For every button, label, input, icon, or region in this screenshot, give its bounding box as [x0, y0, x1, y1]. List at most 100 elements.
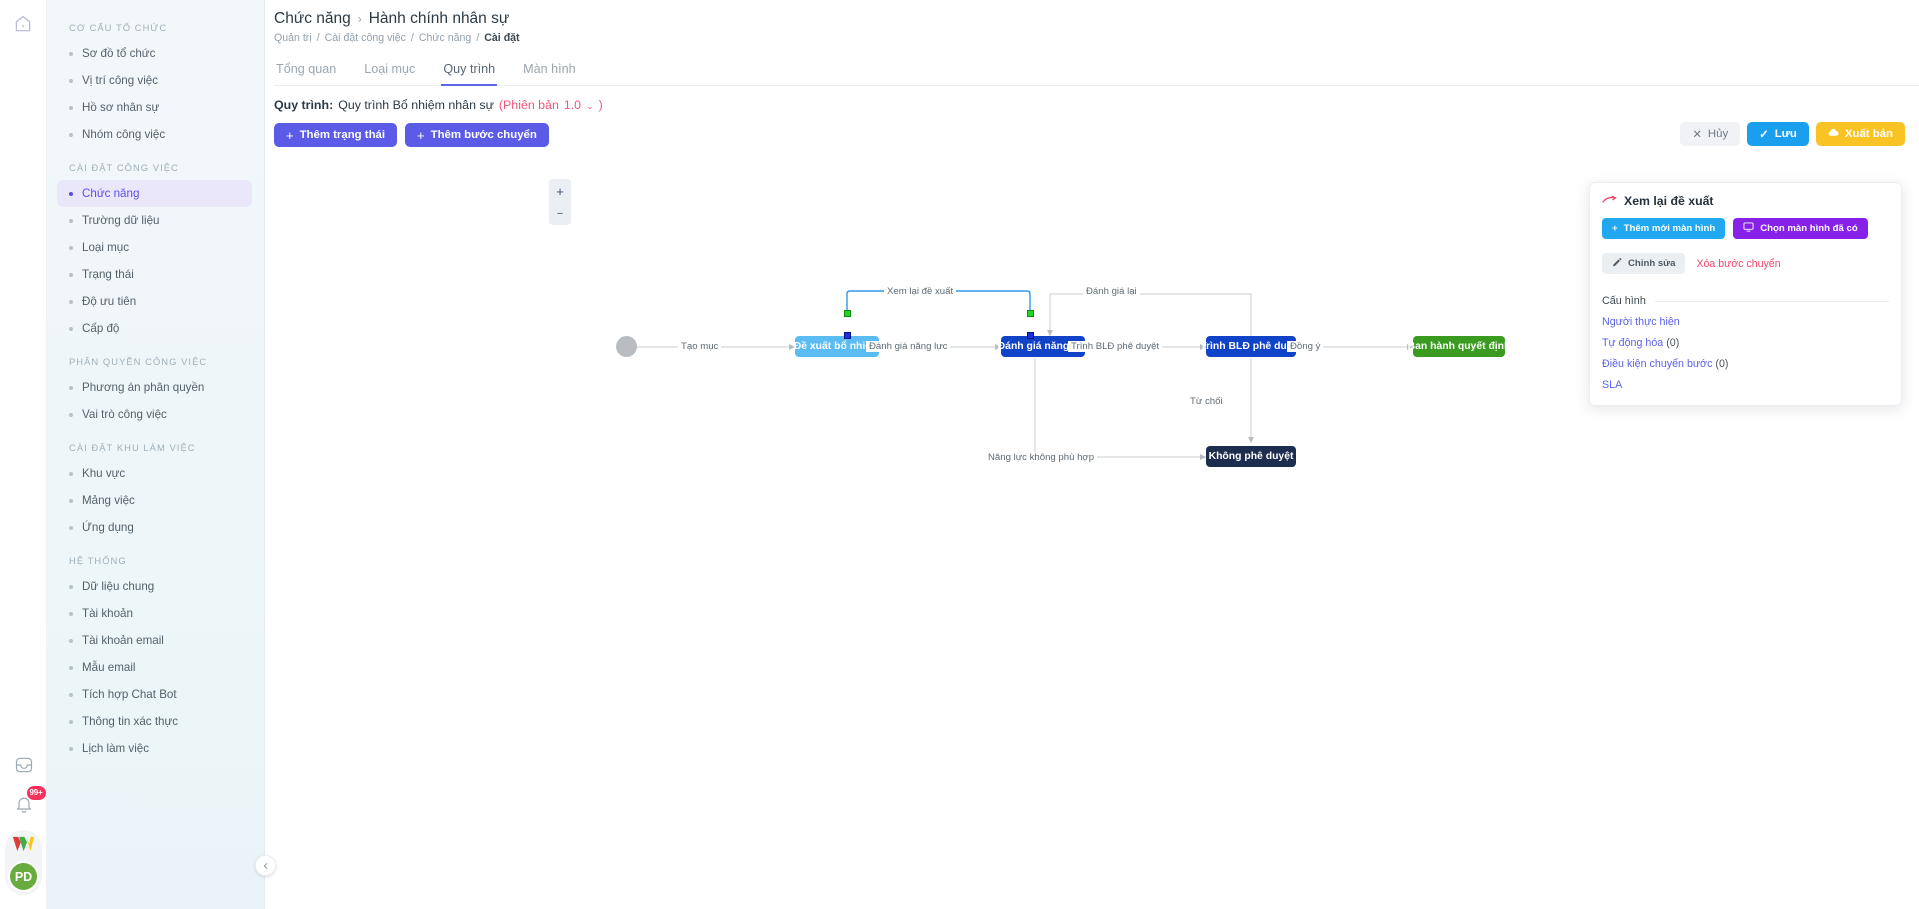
sidebar-item-tài-khoản-email[interactable]: Tài khoản email [57, 627, 252, 654]
sidebar-item-label: Nhóm công việc [82, 128, 166, 141]
sidebar-item-tài-khoản[interactable]: Tài khoản [57, 600, 252, 627]
sidebar-item-label: Cấp độ [82, 322, 120, 335]
sidebar-item-khu-vực[interactable]: Khu vực [57, 460, 252, 487]
sidebar-collapse-button[interactable] [255, 855, 276, 876]
edge-label-danh-gia-nang-luc[interactable]: Đánh giá năng lực [866, 341, 951, 352]
sidebar-item-phương-án-phân-quyền[interactable]: Phương án phân quyền [57, 374, 252, 401]
tab-quy-trình[interactable]: Quy trình [441, 56, 497, 86]
bullet-icon [69, 719, 73, 724]
sidebar-item-hồ-sơ-nhân-sự[interactable]: Hồ sơ nhân sự [57, 94, 252, 121]
sidebar-item-mẫu-email[interactable]: Mẫu email [57, 654, 252, 681]
add-state-button[interactable]: + Thêm trạng thái [274, 123, 398, 147]
tab-loại-mục[interactable]: Loại mục [364, 62, 416, 76]
sub-crumb-2[interactable]: Chức năng [418, 32, 472, 44]
bullet-icon [69, 746, 73, 751]
edge-handle-target[interactable] [1027, 310, 1034, 317]
edit-button[interactable]: Chỉnh sửa [1602, 253, 1686, 274]
bell-icon[interactable]: 99+ [11, 786, 46, 817]
sidebar-item-label: Phương án phân quyền [82, 381, 205, 394]
breadcrumb-main[interactable]: Chức năng [274, 10, 351, 27]
sub-crumb-0[interactable]: Quản trị [274, 32, 312, 44]
process-line: Quy trình: Quy trình Bổ nhiệm nhân sự (P… [274, 98, 1919, 112]
sidebar-item-loại-mục[interactable]: Loại mục [57, 234, 252, 261]
bullet-icon [69, 665, 73, 670]
node-trinh-bld-phe-duyet[interactable]: Trình BLĐ phê duyệt [1200, 336, 1302, 357]
node-danh-gia-nang-luc[interactable]: Đánh giá năng lực [998, 336, 1088, 357]
config-item-1[interactable]: Tự động hóa (0) [1602, 337, 1889, 349]
sidebar-item-label: Dữ liệu chung [82, 580, 155, 593]
plus-icon: + [417, 127, 425, 143]
edge-handle-source[interactable] [844, 310, 851, 317]
editor-toolbar: + Thêm trạng thái + Thêm bước chuyển [274, 123, 1919, 147]
sidebar-item-nhóm-công-việc[interactable]: Nhóm công việc [57, 121, 252, 148]
node-de-xuat-bo-nhiem[interactable]: Đề xuất bổ nhiệm [794, 336, 880, 357]
panel-title-row: Xem lại đề xuất [1602, 194, 1889, 208]
sidebar-item-cấp-độ[interactable]: Cấp độ [57, 315, 252, 342]
config-item-2[interactable]: Điều kiện chuyển bước (0) [1602, 358, 1889, 370]
add-transition-label: Thêm bước chuyển [430, 129, 537, 141]
sidebar-item-label: Tài khoản email [82, 634, 164, 647]
add-screen-button[interactable]: + Thêm mới màn hình [1602, 218, 1726, 239]
edge-label-trinh-bld-phe-duyet[interactable]: Trình BLĐ phê duyệt [1068, 341, 1163, 352]
process-key-label: Quy trình: [274, 98, 334, 112]
pick-screen-button[interactable]: Chọn màn hình đã có [1733, 218, 1868, 239]
sidebar-item-dữ-liệu-chung[interactable]: Dữ liệu chung [57, 573, 252, 600]
config-item-count: (0) [1666, 337, 1680, 349]
sidebar-item-trạng-thái[interactable]: Trạng thái [57, 261, 252, 288]
bullet-icon [69, 272, 73, 277]
edge-label-xem-lai-de-xuat[interactable]: Xem lại đề xuất [884, 286, 957, 297]
sidebar-item-tích-hợp-chat-bot[interactable]: Tích hợp Chat Bot [57, 681, 252, 708]
process-version-value[interactable]: 1.0 [563, 98, 582, 112]
edge-label-tao-muc[interactable]: Tạo mục [678, 341, 722, 352]
sub-crumb-1[interactable]: Cài đặt công việc [324, 32, 406, 44]
publish-button[interactable]: Xuất bản [1815, 122, 1905, 146]
sidebar-item-ứng-dụng[interactable]: Ứng dụng [57, 514, 252, 541]
sidebar-item-mảng-việc[interactable]: Mảng việc [57, 487, 252, 514]
cancel-label: Hủy [1707, 128, 1729, 140]
delete-transition-link[interactable]: Xóa bước chuyển [1696, 257, 1781, 270]
node-khong-phe-duyet[interactable]: Không phê duyệt [1206, 446, 1296, 467]
sidebar-item-trường-dữ-liệu[interactable]: Trường dữ liệu [57, 207, 252, 234]
add-transition-button[interactable]: + Thêm bước chuyển [405, 123, 549, 147]
inbox-icon[interactable] [11, 752, 37, 778]
sub-crumb-current: Cài đặt [484, 32, 520, 44]
tab-tổng-quan[interactable]: Tổng quan [276, 62, 337, 76]
cloud-upload-icon [1828, 127, 1839, 141]
sidebar-item-sơ-đồ-tổ-chức[interactable]: Sơ đồ tổ chức [57, 40, 252, 67]
edge-label-dong-y[interactable]: Đồng ý [1287, 341, 1324, 352]
brand-logo-icon[interactable] [12, 835, 35, 858]
nav-group-title: PHÂN QUYỀN CÔNG VIỆC [69, 356, 208, 367]
save-button[interactable]: ✓ Lưu [1747, 122, 1809, 146]
edge-label-danh-gia-lai[interactable]: Đánh giá lại [1083, 286, 1140, 297]
config-item-0[interactable]: Người thực hiện [1602, 316, 1889, 328]
home-icon[interactable] [9, 10, 37, 38]
tab-màn-hình[interactable]: Màn hình [523, 62, 576, 76]
edge-label-tu-choi[interactable]: Từ chối [1187, 396, 1226, 407]
edge-handle-source-anchor[interactable] [844, 332, 851, 339]
edit-label: Chỉnh sửa [1628, 258, 1676, 269]
edge-handle-target-anchor[interactable] [1027, 332, 1034, 339]
bullet-icon [69, 385, 73, 390]
node-ban-hanh-quyet-dinh[interactable]: Ban hành quyết định [1408, 336, 1510, 357]
add-state-label: Thêm trạng thái [299, 129, 386, 141]
edge-label-nang-luc-khong-phu-hop[interactable]: Năng lực không phù hợp [985, 452, 1098, 463]
config-item-3[interactable]: SLA [1602, 379, 1889, 391]
chevron-down-icon[interactable]: ⌄ [586, 101, 594, 111]
action-buttons: ✕ Hủy ✓ Lưu Xuất bản [1680, 122, 1905, 146]
sidebar-item-độ-ưu-tiên[interactable]: Độ ưu tiên [57, 288, 252, 315]
bullet-icon [69, 692, 73, 697]
sidebar-item-lịch-làm-việc[interactable]: Lịch làm việc [57, 735, 252, 762]
sidebar-item-label: Tích hợp Chat Bot [82, 688, 177, 701]
minus-icon[interactable]: − [556, 207, 564, 220]
avatar[interactable]: PD [8, 861, 39, 892]
add-screen-label: Thêm mới màn hình [1623, 223, 1716, 234]
sidebar-item-vị-trí-công-việc[interactable]: Vị trí công việc [57, 67, 252, 94]
start-node[interactable] [616, 336, 637, 357]
sidebar-item-chức-năng[interactable]: Chức năng [57, 180, 252, 207]
plus-icon[interactable]: + [556, 183, 564, 199]
sidebar-item-thông-tin-xác-thực[interactable]: Thông tin xác thực [57, 708, 252, 735]
cancel-button[interactable]: ✕ Hủy [1680, 122, 1741, 146]
icon-rail: 99+ PD [0, 0, 47, 909]
sidebar-item-vai-trò-công-việc[interactable]: Vai trò công việc [57, 401, 252, 428]
config-heading-row: Cấu hình [1602, 295, 1889, 307]
